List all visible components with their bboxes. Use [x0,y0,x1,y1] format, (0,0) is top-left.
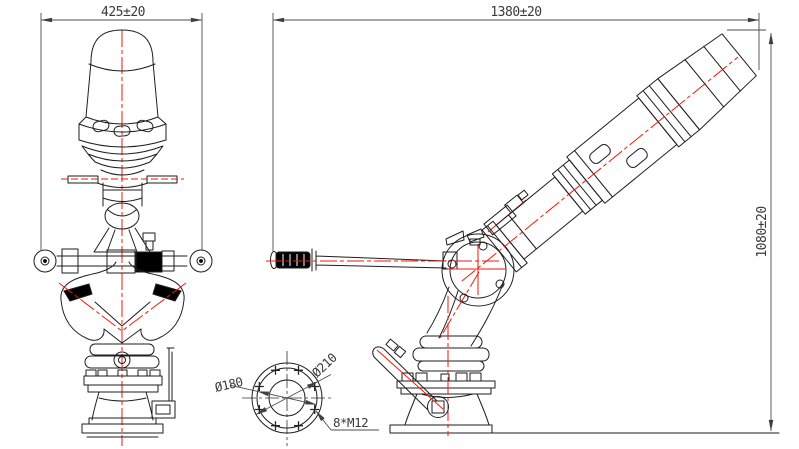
pivot-joint [439,228,515,339]
front-handlebar [33,232,213,274]
barrel [461,33,757,282]
lever-centerline [376,349,444,410]
dimension-side-length: 1380±20 [272,5,760,251]
dim-side-height-label: 1080±20 [755,206,770,257]
dimension-front-width: 425±20 [40,5,203,250]
solid-block [135,251,163,273]
locking-lever [372,338,449,418]
flange-bolt-spec-label: 8*M12 [333,415,368,430]
side-base [389,296,496,436]
dimension-side-height: 1080±20 [727,29,774,432]
handle-grip [275,251,311,269]
v-centerlines [58,282,187,332]
pilot-assembly [483,189,529,236]
front-lever [166,347,175,402]
front-nozzle [61,29,184,253]
dim-side-length-label: 1380±20 [490,5,541,20]
flange-outer-circle [251,362,323,434]
pivot-cross-centerline [448,244,506,295]
right-knob [189,249,213,273]
side-view: 1380±20 1080±20 [266,5,780,436]
dimension-outer-diameter: Ø210 [255,350,340,415]
left-knob [33,249,57,273]
elbow [426,283,504,347]
front-base [81,347,176,438]
elbow-centerline [439,271,480,339]
dimension-bolt-circle: Ø180 [213,374,317,406]
side-handle [266,248,500,272]
front-body [58,261,187,369]
dim-front-width-label: 425±20 [101,5,145,20]
flange-bcd-label: Ø180 [213,374,244,395]
front-view: 425±20 [33,5,213,446]
flange-detail-view: Ø180 Ø210 8*M12 [213,350,379,446]
callout-bolt-spec: 8*M12 [315,410,379,431]
barrel-centerline [461,56,739,282]
